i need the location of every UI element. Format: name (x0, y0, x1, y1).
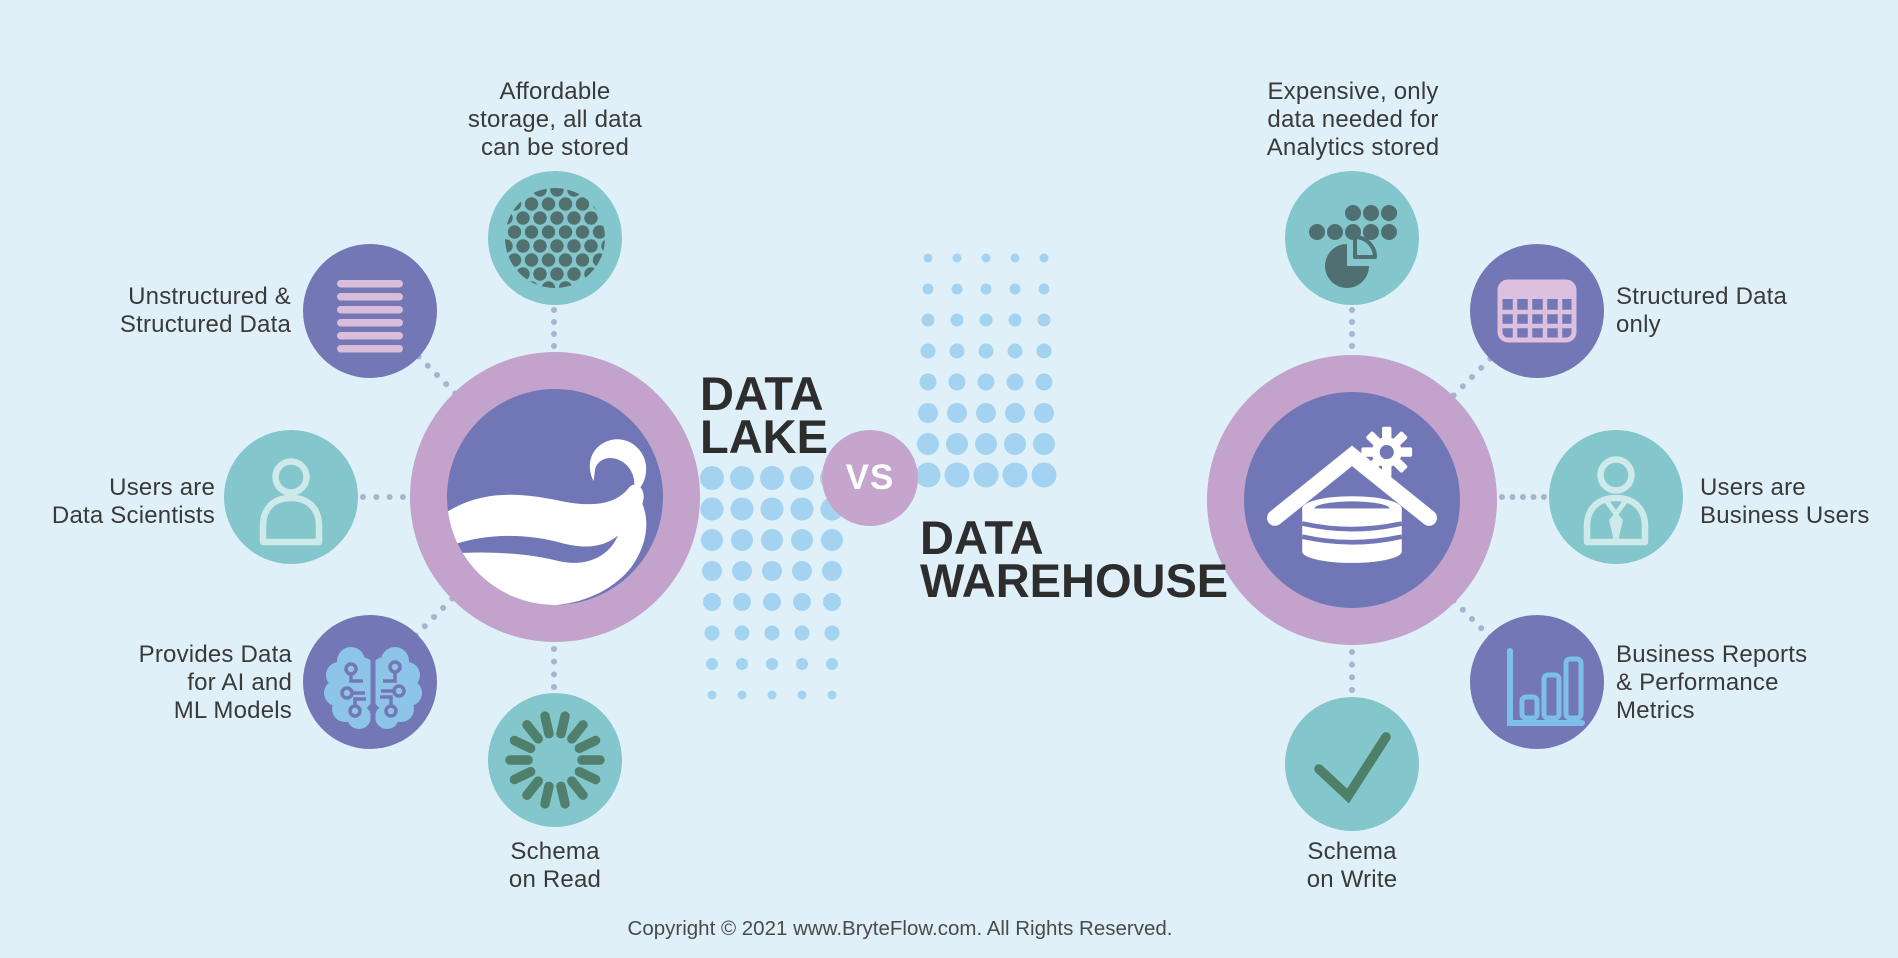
label-schema-on-write: Schema on Write (1306, 838, 1398, 893)
feature-business-reports-circle (1470, 615, 1604, 749)
vs-label: VS (845, 458, 895, 497)
data-lake-inner-circle (447, 389, 663, 605)
connector-warehouse-right (1499, 494, 1547, 500)
dot-sphere-icon (505, 188, 605, 288)
feature-structured-data-circle (1470, 244, 1604, 378)
feature-unstructured-data-circle (303, 244, 437, 378)
label-business-reports: Business Reports & Performance Metrics (1616, 641, 1808, 724)
connector-lake-top (551, 307, 557, 349)
label-data-scientists: Users are Data Scientists (51, 474, 215, 529)
sampled-data-pie-icon (1309, 205, 1397, 288)
bar-chart-icon (1507, 648, 1585, 726)
vs-badge: VS (822, 430, 918, 526)
label-ai-ml: Provides Data for AI and ML Models (138, 641, 292, 724)
data-warehouse-title: DATA WAREHOUSE (920, 511, 1229, 607)
text-lines-icon (337, 280, 403, 353)
label-affordable-storage: Affordable storage, all data can be stor… (467, 78, 643, 161)
label-expensive-storage: Expensive, only data needed for Analytic… (1266, 78, 1440, 161)
feature-business-users-circle (1549, 430, 1683, 564)
feature-data-scientists-circle (224, 430, 358, 564)
connector-lake-bottom (551, 646, 557, 690)
feature-affordable-storage-circle (488, 171, 622, 305)
ai-brain-icon (324, 645, 422, 731)
dot-grid-right (915, 253, 1057, 488)
table-icon (1497, 279, 1577, 343)
business-user-icon (1583, 456, 1649, 546)
connector-warehouse-top (1349, 307, 1355, 349)
lake-wave-icon (447, 439, 647, 605)
data-warehouse-circle (1207, 355, 1497, 645)
feature-expensive-storage-circle (1285, 171, 1419, 305)
user-icon (259, 458, 323, 546)
copyright-text: Copyright © 2021 www.BryteFlow.com. All … (627, 917, 1173, 940)
feature-schema-on-write-circle (1285, 697, 1419, 831)
connector-warehouse-bottom (1349, 649, 1355, 693)
label-schema-on-read: Schema on Read (508, 838, 602, 893)
connector-lake-left (360, 494, 406, 500)
spinner-dashes-icon (505, 711, 605, 809)
data-lake-title: DATA LAKE (700, 367, 828, 463)
feature-schema-on-read-circle (488, 693, 622, 827)
data-warehouse-inner-circle (1244, 392, 1460, 608)
data-lake-circle (410, 352, 700, 642)
label-business-users: Users are Business Users (1700, 474, 1870, 529)
warehouse-gear-icon (1267, 426, 1437, 563)
check-icon (1314, 732, 1391, 804)
feature-ai-ml-circle (303, 615, 437, 749)
label-unstructured-data: Unstructured & Structured Data (119, 283, 291, 338)
dot-grid-left (700, 466, 844, 700)
label-structured-data: Structured Data only (1616, 283, 1788, 338)
